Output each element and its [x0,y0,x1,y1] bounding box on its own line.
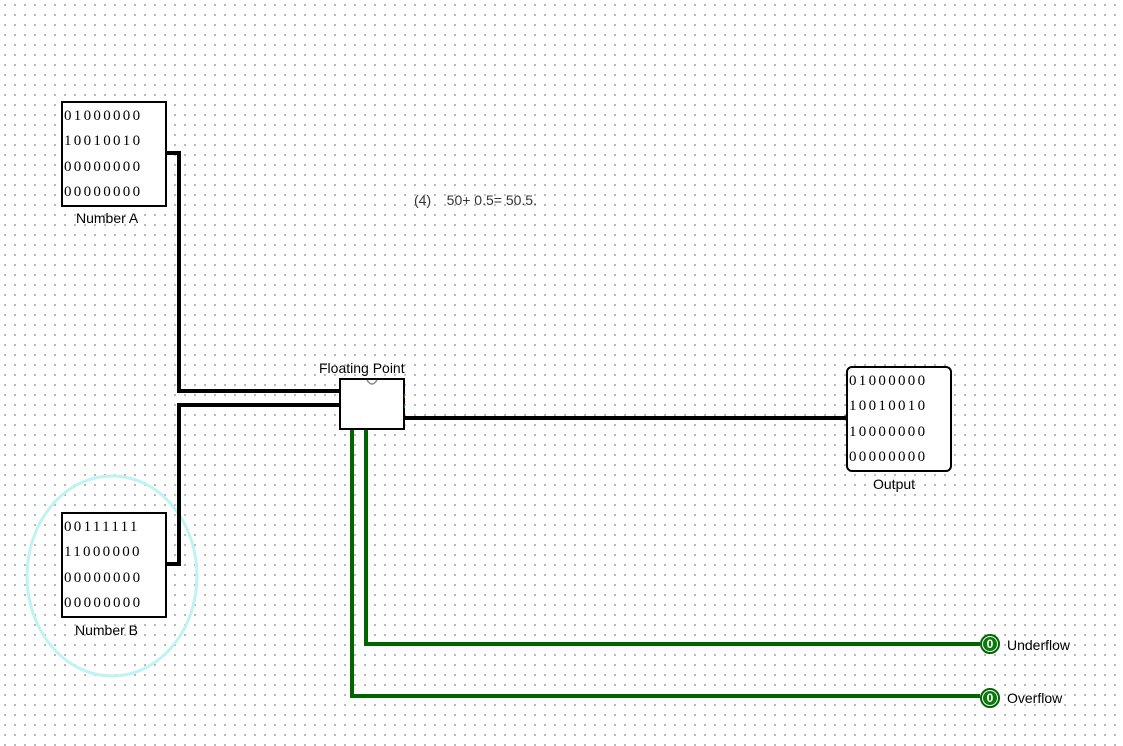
overflow-label: Overflow [1007,690,1063,706]
number-b-byte-4[interactable]: 00000000 [64,595,143,612]
equation-annotation: (4) 50+ 0.5= 50.5. [414,192,537,208]
number-b-label: Number B [75,622,139,638]
output-register: 01000000 10010010 10000000 00000000 [846,366,952,472]
output-byte-1: 01000000 [849,372,928,389]
output-byte-2: 10010010 [849,398,928,415]
wire-underflow[interactable] [364,430,980,646]
output-byte-3: 10000000 [849,423,928,440]
floating-point-label: Floating Point [319,360,405,376]
number-b-byte-1[interactable]: 00111111 [64,518,140,535]
underflow-led: 0 [980,634,1000,654]
number-b-byte-3[interactable]: 00000000 [64,569,143,586]
floating-point-component[interactable] [339,378,405,430]
wire-overflow[interactable] [350,430,980,698]
underflow-label: Underflow [1007,637,1071,653]
number-a-byte-1[interactable]: 01000000 [64,107,143,124]
wire-number-a[interactable] [166,151,339,393]
wire-number-b[interactable] [166,403,339,566]
selection-highlight [25,474,199,678]
underflow-value: 0 [983,637,997,651]
overflow-value: 0 [983,691,997,705]
clock-notch-icon [366,379,378,385]
overflow-led: 0 [980,688,1000,708]
floating-point-pins [366,379,405,430]
number-a-byte-4[interactable]: 00000000 [64,184,143,201]
number-a-register[interactable]: 01000000 10010010 00000000 00000000 [61,101,167,207]
output-byte-4: 00000000 [849,449,928,466]
number-b-register[interactable]: 00111111 11000000 00000000 00000000 [61,512,167,618]
output-label: Output [873,476,916,492]
number-a-byte-3[interactable]: 00000000 [64,158,143,175]
number-a-label: Number A [76,210,139,226]
number-a-byte-2[interactable]: 10010010 [64,133,143,150]
number-b-byte-2[interactable]: 11000000 [64,544,142,561]
